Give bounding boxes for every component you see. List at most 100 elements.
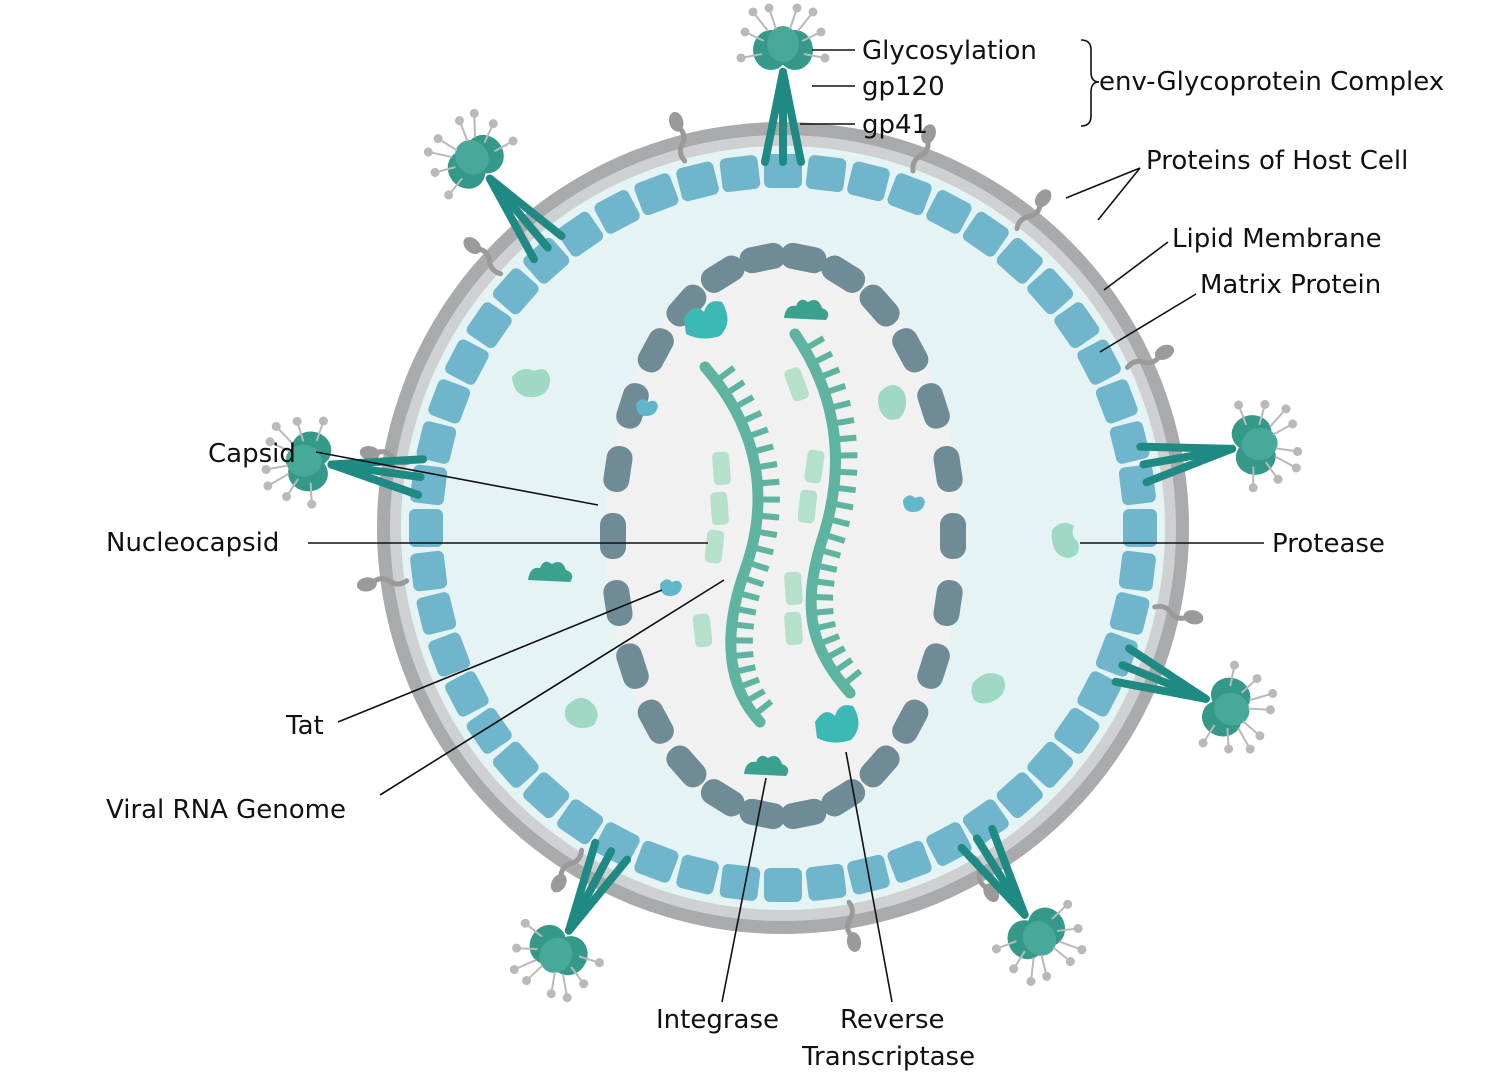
reverse-transcriptase-protein	[684, 301, 728, 339]
label-reverse: Reverse	[840, 1005, 945, 1035]
env-glycoprotein-complex	[423, 108, 566, 264]
host-cell-protein	[910, 124, 936, 174]
capsid-segment	[739, 242, 786, 274]
glycosylation	[1230, 660, 1240, 670]
gp120	[1022, 920, 1057, 956]
host-cell-protein	[845, 899, 862, 952]
nucleocapsid-protein	[784, 611, 803, 646]
capsid-segment	[917, 383, 950, 429]
label-env-glycoprotein-complex: env-Glycoprotein Complex	[1099, 67, 1444, 97]
glycosylation	[816, 27, 826, 37]
host-cell-protein	[463, 237, 504, 277]
rna-base	[822, 531, 846, 544]
leader-viral-rna	[379, 579, 725, 796]
glycosylation	[748, 7, 758, 17]
glycosylation	[1077, 945, 1087, 955]
leader-matrix-protein	[1099, 293, 1197, 353]
rna-base	[731, 621, 755, 630]
capsid-segment	[666, 745, 707, 788]
glycosylation	[1288, 419, 1298, 429]
gp120	[767, 26, 799, 62]
reverse-transcriptase-proteins	[684, 301, 859, 743]
label-protease: Protease	[1272, 529, 1385, 559]
gp41	[1111, 677, 1210, 703]
reverse-transcriptase-protein	[815, 705, 859, 743]
glycosylation	[423, 147, 433, 157]
capsid-segment	[859, 745, 900, 788]
label-viral-rna-genome: Viral RNA Genome	[106, 795, 346, 825]
rna-base	[827, 516, 851, 528]
capsid-segment	[859, 284, 900, 327]
nucleocapsid-protein	[784, 571, 803, 606]
viral-rna-genome	[699, 328, 863, 728]
matrix-protein	[1109, 421, 1150, 464]
rna-base	[833, 484, 857, 494]
label-nucleocapsid: Nucleocapsid	[106, 528, 279, 558]
capsid-segment	[616, 383, 649, 429]
tat-protein	[660, 579, 682, 596]
gp41	[1142, 444, 1237, 487]
matrix-protein	[409, 509, 443, 547]
label-lipid-membrane: Lipid Membrane	[1172, 224, 1382, 254]
glycosylation	[263, 481, 273, 491]
glycosylation	[454, 116, 464, 126]
rna-base	[813, 620, 837, 632]
gp120	[1214, 693, 1250, 726]
leader-lipid-membrane	[1103, 241, 1169, 291]
rna-base	[817, 633, 841, 647]
rna-base	[830, 500, 854, 511]
matrix-protein	[1095, 379, 1138, 424]
label-host-proteins: Proteins of Host Cell	[1146, 146, 1408, 176]
rna-base	[831, 417, 855, 427]
rna-base	[714, 365, 736, 384]
rna-base	[803, 335, 826, 352]
tat-proteins	[636, 399, 925, 596]
rna-base	[823, 645, 847, 662]
glycosylation	[469, 108, 479, 118]
capsid-segment	[637, 699, 674, 744]
rna-bases	[714, 335, 863, 718]
glycosylation	[1065, 957, 1075, 967]
gp120	[539, 937, 573, 973]
rna-base	[834, 434, 857, 443]
gp120	[285, 444, 322, 477]
matrix-protein	[926, 822, 972, 866]
glycosylation	[594, 958, 604, 968]
glycosylation	[1281, 404, 1291, 414]
glycosylation	[509, 965, 519, 975]
matrix-protein	[1027, 741, 1074, 788]
rna-base	[818, 546, 842, 559]
matrix-protein	[676, 854, 719, 895]
glycosylation	[740, 27, 750, 37]
glycosylation	[430, 167, 440, 177]
protease-protein	[878, 385, 907, 420]
nucleocapsid-protein	[710, 491, 729, 526]
rna-base	[723, 379, 746, 397]
capsid-segment	[821, 779, 866, 817]
gp41	[564, 838, 600, 935]
capsid-segment	[603, 579, 633, 627]
matrix-protein	[523, 772, 570, 819]
matrix-protein	[996, 237, 1043, 284]
nucleocapsid-protein	[704, 529, 725, 564]
env-glycoprotein-complex	[736, 3, 830, 166]
rna-base	[811, 593, 834, 601]
glycosylation	[1073, 923, 1083, 933]
capsid	[600, 242, 966, 830]
glycosylation	[1009, 964, 1019, 974]
leader-capsid	[315, 451, 599, 506]
capsid-segment	[780, 242, 827, 274]
rna-base	[732, 394, 755, 411]
matrix-protein	[1123, 509, 1157, 547]
label-matrix-protein: Matrix Protein	[1200, 270, 1381, 300]
matrix-protein	[410, 550, 448, 592]
matrix-protein	[416, 421, 457, 464]
capsid-segment	[892, 699, 929, 744]
glycosylation	[282, 492, 292, 502]
rna-base	[828, 399, 852, 412]
rna-strand-right	[789, 328, 856, 699]
matrix-protein	[492, 741, 539, 788]
matrix-protein	[926, 190, 972, 234]
matrix-protein	[428, 379, 471, 424]
